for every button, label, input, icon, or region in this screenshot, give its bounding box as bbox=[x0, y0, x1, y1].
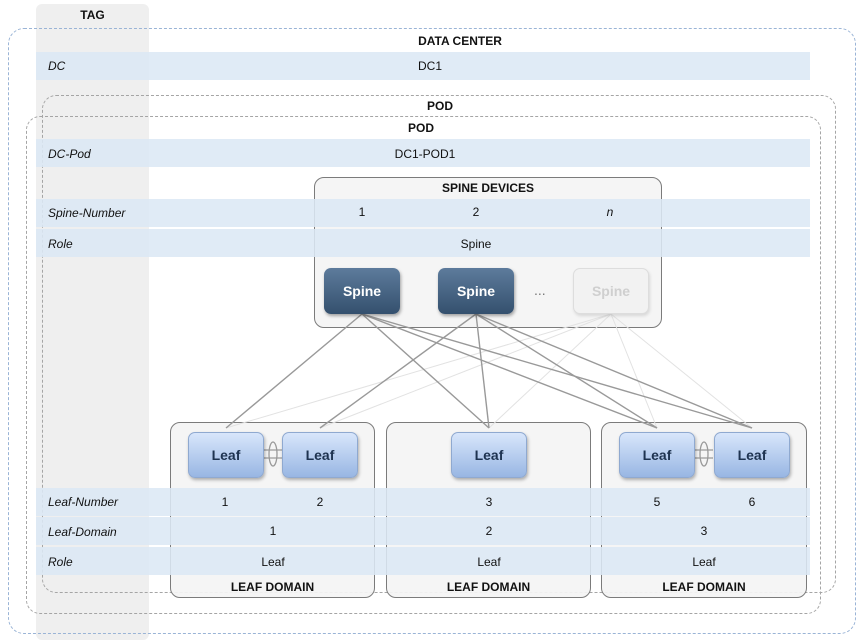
data-center-title: DATA CENTER bbox=[418, 34, 502, 48]
leaf-number-5: 5 bbox=[653, 495, 661, 509]
leaf-role-label: Role bbox=[48, 555, 73, 569]
leaf-number-label: Leaf-Number bbox=[48, 495, 119, 509]
spine-number-row bbox=[36, 199, 810, 227]
dc-pod-row-value: DC1-POD1 bbox=[394, 147, 456, 161]
spine-role-row bbox=[36, 229, 810, 257]
spine-role-label: Role bbox=[48, 237, 73, 251]
pod-frame bbox=[26, 116, 821, 614]
leaf-domain-label: Leaf-Domain bbox=[48, 525, 117, 539]
spine-number-1: 1 bbox=[358, 205, 366, 219]
leaf-number-3: 3 bbox=[485, 495, 493, 509]
spine-devices-title: SPINE DEVICES bbox=[441, 181, 535, 195]
leaf-domain-value-1: 1 bbox=[269, 524, 277, 538]
leaf-domain-value-3: 3 bbox=[700, 524, 708, 538]
spine-device-1: Spine bbox=[324, 268, 400, 314]
leaf-role-row bbox=[36, 547, 810, 575]
leaf-domain-title-2: LEAF DOMAIN bbox=[446, 580, 531, 594]
leaf-device-1: Leaf bbox=[188, 432, 264, 478]
leaf-role-value-3: Leaf bbox=[692, 555, 716, 569]
leaf-number-row bbox=[36, 488, 810, 516]
leaf-number-1: 1 bbox=[221, 495, 229, 509]
spine-ellipsis: ... bbox=[534, 282, 546, 298]
dc-row-label: DC bbox=[48, 59, 66, 73]
dc-row bbox=[36, 52, 810, 80]
leaf-domain-title-3: LEAF DOMAIN bbox=[662, 580, 746, 594]
leaf-domain-title-1: LEAF DOMAIN bbox=[230, 580, 315, 594]
dc-pod-row bbox=[36, 139, 810, 167]
dc-pod-row-label: DC-Pod bbox=[48, 147, 91, 161]
leaf-domain-row bbox=[36, 517, 810, 545]
leaf-number-6: 6 bbox=[748, 495, 756, 509]
dc-row-value: DC1 bbox=[417, 59, 442, 73]
spine-role-value: Spine bbox=[460, 237, 492, 251]
spine-number-label: Spine-Number bbox=[48, 206, 126, 220]
pod-back-title: POD bbox=[426, 99, 453, 113]
leaf-device-2: Leaf bbox=[282, 432, 358, 478]
pod-title: POD bbox=[407, 121, 434, 135]
spine-device-n: Spine bbox=[573, 268, 649, 314]
leaf-domain-value-2: 2 bbox=[485, 524, 493, 538]
spine-number-n: n bbox=[606, 205, 614, 219]
tag-header: TAG bbox=[80, 8, 105, 22]
leaf-device-6: Leaf bbox=[714, 432, 790, 478]
leaf-device-5: Leaf bbox=[619, 432, 695, 478]
spine-number-2: 2 bbox=[472, 205, 480, 219]
leaf-role-value-2: Leaf bbox=[477, 555, 501, 569]
spine-device-2: Spine bbox=[438, 268, 514, 314]
leaf-role-value-1: Leaf bbox=[261, 555, 285, 569]
data-center-frame bbox=[8, 28, 856, 634]
leaf-number-2: 2 bbox=[316, 495, 324, 509]
leaf-device-3: Leaf bbox=[451, 432, 527, 478]
